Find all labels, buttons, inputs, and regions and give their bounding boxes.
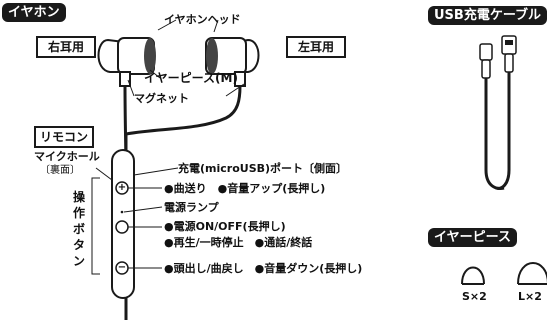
ear-tips [461, 262, 547, 285]
ear-piece-label: イヤーピース(M) [144, 71, 238, 85]
section-title-usb-cable: USB充電ケーブル [428, 6, 547, 25]
earphone-head-label: イヤホンヘッド [164, 13, 241, 26]
operation-buttons-char-4: タ [72, 238, 85, 252]
mic-hole-label: マイクホール [34, 150, 100, 163]
power-lamp-label: 電源ランプ [164, 201, 219, 214]
section-title-earphone: イヤホン [2, 3, 66, 22]
usb-cable [479, 35, 517, 190]
operation-buttons-char-5: ン [72, 254, 85, 268]
magnet-label: マグネット [134, 92, 189, 105]
minus-button-symbol: − [117, 262, 127, 273]
ear-tip-small-label: S×2 [462, 290, 487, 303]
left-ear-label: 左耳用 [286, 36, 346, 58]
remote-control [111, 134, 135, 320]
right-ear-label: 右耳用 [36, 36, 96, 58]
operation-buttons-char-3: ボ [72, 222, 85, 236]
left-earbud [125, 37, 260, 136]
operation-buttons-char-1: 操 [72, 190, 85, 204]
center-button-function-2: ●再生/一時停止 ●通話/終話 [164, 236, 313, 249]
plus-button-symbol: + [117, 182, 127, 193]
plus-button-function: ●曲送り ●音量アップ(長押し) [164, 182, 326, 195]
operation-buttons-char-2: 作 [72, 206, 85, 220]
section-title-ear-tips: イヤーピース [428, 228, 517, 247]
charge-port-label: 充電(microUSB)ポート〔側面〕 [178, 162, 348, 175]
ear-tip-large-label: L×2 [518, 290, 542, 303]
section-title-remote: リモコン [34, 126, 94, 148]
center-button-function-1: ●電源ON/OFF(長押し) [164, 220, 286, 233]
mic-hole-sub-label: 〔裏面〕 [40, 165, 80, 176]
minus-button-function: ●頭出し/曲戻し ●音量ダウン(長押し) [164, 262, 363, 275]
